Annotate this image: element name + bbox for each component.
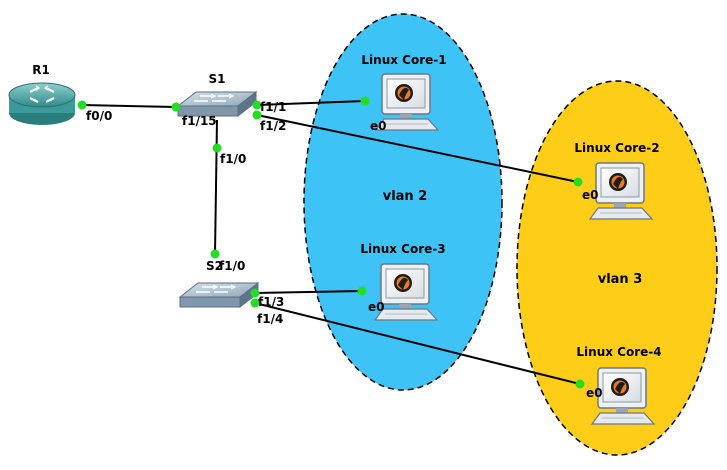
computer-icon — [589, 162, 653, 220]
port-label: f1/2 — [260, 119, 286, 133]
host-core3[interactable]: Linux Core-3 — [360, 242, 446, 321]
link-s2-core4[interactable] — [254, 302, 581, 385]
host-core2[interactable]: Linux Core-2 — [574, 141, 660, 220]
router-r1[interactable]: R1 — [8, 63, 76, 125]
port-dot[interactable] — [210, 249, 220, 259]
vlan2-zone — [303, 13, 503, 391]
host-core4-label: Linux Core-4 — [576, 345, 661, 359]
host-core2-label: Linux Core-2 — [574, 141, 659, 155]
port-label: e0 — [586, 386, 603, 400]
port-dot[interactable] — [250, 288, 260, 298]
port-label: f1/3 — [258, 295, 284, 309]
port-dot[interactable] — [77, 100, 87, 110]
port-dot[interactable] — [250, 298, 260, 308]
link-s1-core1[interactable] — [256, 100, 366, 106]
link-r1-s1[interactable] — [81, 104, 177, 108]
switch-s2-label: S2 — [206, 259, 223, 273]
switch-s2[interactable]: S2 — [179, 259, 259, 308]
switch-s1[interactable]: S1 — [177, 72, 257, 117]
host-core3-label: Linux Core-3 — [360, 242, 445, 256]
router-r1-label: R1 — [32, 63, 50, 77]
port-dot[interactable] — [575, 379, 585, 389]
switch-icon — [177, 91, 257, 117]
port-label: f1/0 — [220, 152, 246, 166]
vlan2-label: vlan 2 — [383, 189, 428, 204]
link-s1-core2[interactable] — [256, 114, 579, 183]
port-dot[interactable] — [573, 177, 583, 187]
port-label: f1/15 — [182, 114, 217, 128]
port-dot[interactable] — [171, 102, 181, 112]
port-label: e0 — [368, 300, 385, 314]
port-label: e0 — [582, 188, 599, 202]
port-dot[interactable] — [212, 143, 222, 153]
link-s1-s2[interactable] — [214, 119, 218, 255]
port-dot[interactable] — [252, 110, 262, 120]
port-label: f1/4 — [257, 312, 283, 326]
vlan3-zone — [516, 80, 718, 456]
port-label: f0/0 — [86, 109, 112, 123]
port-dot[interactable] — [360, 96, 370, 106]
switch-s1-label: S1 — [209, 72, 226, 86]
port-label: f1/0 — [219, 259, 245, 273]
port-dot[interactable] — [357, 286, 367, 296]
vlan3-label: vlan 3 — [598, 272, 643, 287]
host-core4[interactable]: Linux Core-4 — [576, 345, 662, 425]
port-label: f1/1 — [260, 100, 286, 114]
host-core1-label: Linux Core-1 — [361, 53, 446, 67]
router-icon — [8, 82, 76, 125]
switch-icon — [179, 282, 259, 308]
host-core1[interactable]: Linux Core-1 — [361, 53, 447, 131]
link-s2-core3[interactable] — [254, 290, 363, 294]
port-label: e0 — [370, 119, 387, 133]
port-dot[interactable] — [252, 100, 262, 110]
